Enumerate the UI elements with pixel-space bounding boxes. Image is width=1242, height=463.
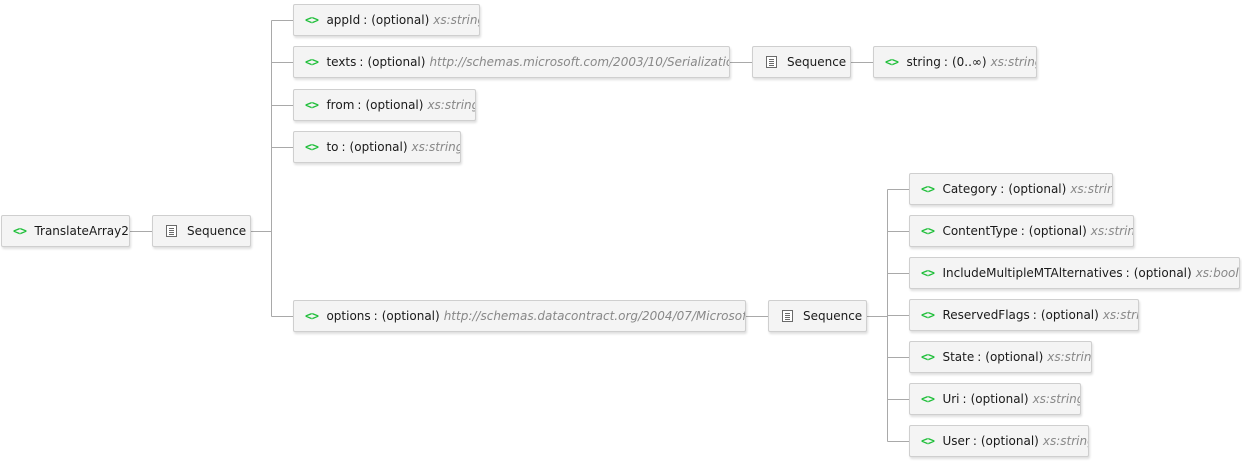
element-name: ContentType [942,224,1018,238]
sequence-icon [766,56,777,68]
element-node-contenttype[interactable]: <> ContentType: (optional) xs:string [909,215,1134,247]
element-name: IncludeMultipleMTAlternatives [942,266,1123,280]
separator: : [363,13,368,27]
element-occurrence: (optional) [985,350,1044,364]
element-name: ReservedFlags [942,308,1030,322]
sequence-node-texts[interactable]: Sequence [752,46,851,78]
element-type: xs:string [411,140,461,154]
element-name: texts [326,55,357,69]
element-node-to[interactable]: <> to: (optional) xs:string [293,131,461,163]
element-type: http://schemas.microsoft.com/2003/10/Ser… [429,55,730,69]
element-type: xs:string [1070,182,1112,196]
element-icon: <> [305,140,319,154]
element-type: http://schemas.datacontract.org/2004/07/… [443,309,746,323]
element-name: Uri [942,392,960,406]
separator: : [972,434,977,448]
element-occurrence: (optional) [349,140,408,154]
element-icon: <> [921,308,935,322]
element-occurrence: (optional) [371,13,430,27]
element-occurrence: (optional) [970,392,1029,406]
element-name: to [326,140,339,154]
element-icon: <> [305,98,319,112]
element-name: options [326,309,371,323]
element-name: State [942,350,975,364]
element-type: xs:string [1042,434,1088,448]
element-name: from [326,98,355,112]
separator: : [943,55,948,69]
element-type: xs:string [427,98,476,112]
element-node-options[interactable]: <> options: (optional) http://schemas.da… [293,300,746,332]
element-name: Category [942,182,998,196]
element-node-uri[interactable]: <> Uri: (optional) xs:string [909,383,1081,415]
element-icon: <> [13,224,27,238]
element-type: xs:string [1090,224,1133,238]
element-node-appid[interactable]: <> appId: (optional) xs:string [293,4,480,36]
element-icon: <> [921,350,935,364]
element-icon: <> [305,55,319,69]
separator: : [1125,266,1130,280]
element-occurrence: (optional) [1133,266,1192,280]
element-occurrence: (optional) [980,434,1039,448]
separator: : [1000,182,1005,196]
element-occurrence: (optional) [367,55,426,69]
element-node-from[interactable]: <> from: (optional) xs:string [293,89,476,121]
element-occurrence: (optional) [1040,308,1099,322]
separator: : [1032,308,1037,322]
element-type: xs:string [1047,350,1092,364]
element-icon: <> [921,224,935,238]
separator: : [962,392,967,406]
element-node-string[interactable]: <> string: (0..∞) xs:string [873,46,1037,78]
element-icon: <> [921,182,935,196]
element-name: appId [326,13,361,27]
element-name: string [906,55,941,69]
element-occurrence: (0..∞) [951,55,987,69]
sequence-label: Sequence [787,55,847,69]
element-occurrence: (optional) [381,309,440,323]
root-element-name: TranslateArray2 [34,224,129,238]
element-type: xs:string [433,13,480,27]
element-node-state[interactable]: <> State: (optional) xs:string [909,341,1092,373]
separator: : [977,350,982,364]
element-icon: <> [921,392,935,406]
element-occurrence: (optional) [365,98,424,112]
element-icon: <> [305,13,319,27]
element-name: User [942,434,970,448]
separator: : [1020,224,1025,238]
separator: : [341,140,346,154]
element-node-reservedflags[interactable]: <> ReservedFlags: (optional) xs:string [909,299,1139,331]
separator: : [357,98,362,112]
element-occurrence: (optional) [1008,182,1067,196]
sequence-icon [166,225,177,237]
element-icon: <> [921,434,935,448]
element-type: xs:string [1102,308,1138,322]
separator: : [359,55,364,69]
sequence-label: Sequence [803,309,863,323]
element-icon: <> [921,266,935,280]
element-type: xs:boolean [1195,266,1239,280]
sequence-icon [782,310,793,322]
separator: : [373,309,378,323]
element-type: xs:string [990,55,1036,69]
element-node-includemultiplemtalternatives[interactable]: <> IncludeMultipleMTAlternatives: (optio… [909,257,1240,289]
element-icon: <> [885,55,899,69]
sequence-node-main[interactable]: Sequence [152,215,251,247]
element-icon: <> [305,309,319,323]
sequence-node-options[interactable]: Sequence [768,300,867,332]
root-element-node[interactable]: <> TranslateArray2 [1,215,130,247]
element-node-user[interactable]: <> User: (optional) xs:string [909,425,1089,457]
element-occurrence: (optional) [1028,224,1087,238]
element-node-texts[interactable]: <> texts: (optional) http://schemas.micr… [293,46,730,78]
sequence-label: Sequence [187,224,247,238]
element-node-category[interactable]: <> Category: (optional) xs:string [909,173,1113,205]
element-type: xs:string [1032,392,1081,406]
